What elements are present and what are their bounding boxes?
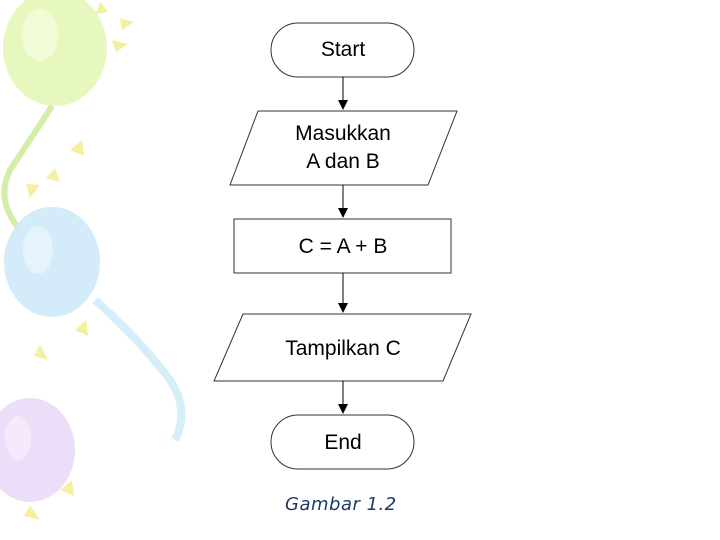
input-label-line2: A dan B xyxy=(306,150,380,173)
end-node: End xyxy=(271,415,414,469)
figure-caption: Gambar 1.2 xyxy=(285,494,397,515)
input-node: Masukkan A dan B xyxy=(230,111,457,185)
start-label: Start xyxy=(321,38,366,61)
end-label: End xyxy=(324,431,361,454)
output-node: Tampilkan C xyxy=(214,314,471,381)
input-label-line1: Masukkan xyxy=(295,122,391,145)
process-label: C = A + B xyxy=(299,235,388,258)
output-label: Tampilkan C xyxy=(285,337,401,360)
start-node: Start xyxy=(271,23,414,77)
process-node: C = A + B xyxy=(234,219,451,273)
